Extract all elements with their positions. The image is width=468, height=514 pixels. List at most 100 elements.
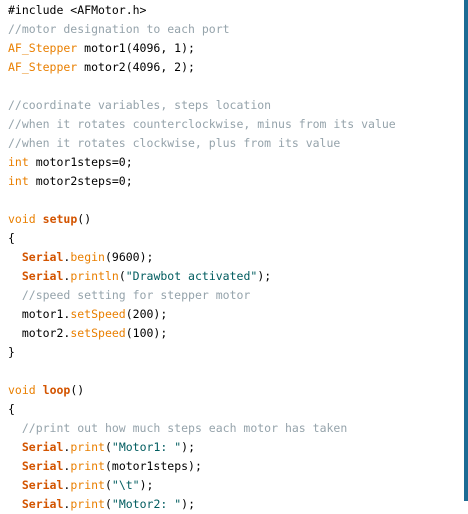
code-keyword: void: [8, 383, 36, 397]
code-text: motor2steps=0;: [28, 174, 133, 188]
code-line: Serial.println("Drawbot activated");: [8, 267, 396, 286]
code-text: (): [77, 212, 92, 226]
code-string: "Motor1: ": [111, 440, 182, 454]
code-text: (100);: [125, 326, 168, 340]
code-line: //speed setting for stepper motor: [8, 286, 396, 305]
code-indent: [8, 421, 22, 435]
code-comment: //speed setting for stepper motor: [21, 288, 251, 302]
code-text: [36, 212, 43, 226]
code-comment: //when it rotates counterclockwise, minu…: [8, 117, 396, 131]
code-method-name: setSpeed: [70, 326, 126, 340]
code-text: motor1.: [21, 307, 71, 321]
code-line: Serial.print("\t");: [8, 476, 396, 495]
code-comment: //motor designation to each port: [8, 22, 230, 36]
code-text: (9600);: [104, 250, 154, 264]
code-text: (: [104, 497, 112, 511]
code-method-name: print: [70, 478, 105, 492]
code-text-area[interactable]: #include <AFMotor.h> //motor designation …: [8, 1, 396, 514]
code-line: //when it rotates counterclockwise, minu…: [8, 115, 396, 134]
code-function-name: setup: [42, 212, 78, 226]
code-method-name: println: [70, 269, 119, 283]
code-line: }: [8, 343, 396, 362]
code-comment: //coordinate variables, steps location: [8, 98, 272, 112]
code-class-name: Serial: [21, 497, 64, 511]
code-comment: //print out how much steps each motor ha…: [21, 421, 348, 435]
code-line: #include <AFMotor.h>: [8, 1, 396, 20]
code-type: AF_Stepper: [8, 41, 78, 55]
code-text: .: [63, 269, 71, 283]
code-line: ​: [8, 77, 396, 96]
code-text: (: [104, 440, 112, 454]
code-text: (: [118, 269, 126, 283]
code-text: {: [8, 231, 15, 245]
code-indent: [8, 497, 22, 511]
code-comment: //when it rotates clockwise, plus from i…: [8, 136, 341, 150]
code-line: {: [8, 229, 396, 248]
code-keyword: void: [8, 212, 36, 226]
code-indent: [8, 478, 22, 492]
code-method-name: print: [70, 497, 105, 511]
code-line: int motor2steps=0;: [8, 172, 396, 191]
code-string: "Motor2: ": [111, 497, 182, 511]
code-indent: [8, 250, 22, 264]
code-line: Serial.print(motor1steps);: [8, 457, 396, 476]
code-class-name: Serial: [21, 250, 64, 264]
code-class-name: Serial: [21, 440, 64, 454]
code-indent: [8, 440, 22, 454]
code-type: AF_Stepper: [8, 60, 78, 74]
code-text: (): [70, 383, 85, 397]
code-text: .: [63, 440, 71, 454]
code-text: motor1(4096, 1);: [77, 41, 195, 55]
code-line: Serial.print("Motor2: ");: [8, 495, 396, 514]
code-line: void setup(): [8, 210, 396, 229]
code-indent: [8, 326, 22, 340]
code-method-name: setSpeed: [70, 307, 126, 321]
code-class-name: Serial: [21, 269, 64, 283]
code-indent: [8, 459, 22, 473]
code-keyword: int: [8, 155, 29, 169]
scrollbar-edge[interactable]: [464, 0, 468, 501]
code-text: .: [63, 250, 71, 264]
code-keyword: int: [8, 174, 29, 188]
code-text: .: [63, 497, 71, 511]
code-text: );: [181, 440, 196, 454]
code-text: }: [8, 345, 15, 359]
code-line: Serial.print("Motor1: ");: [8, 438, 396, 457]
code-line: AF_Stepper motor1(4096, 1);: [8, 39, 396, 58]
code-line: AF_Stepper motor2(4096, 2);: [8, 58, 396, 77]
code-indent: [8, 269, 22, 283]
code-text: (: [104, 478, 112, 492]
code-function-name: loop: [42, 383, 71, 397]
code-text: );: [139, 478, 154, 492]
code-line: //print out how much steps each motor ha…: [8, 419, 396, 438]
code-class-name: Serial: [21, 478, 64, 492]
code-text: motor2(4096, 2);: [77, 60, 195, 74]
code-string: "Drawbot activated": [125, 269, 258, 283]
code-indent: [8, 307, 22, 321]
code-method-name: print: [70, 440, 105, 454]
code-line: Serial.begin(9600);: [8, 248, 396, 267]
code-method-name: begin: [70, 250, 105, 264]
code-text: #include <AFMotor.h>: [8, 3, 147, 17]
code-text: motor1steps=0;: [28, 155, 133, 169]
code-text: [36, 383, 43, 397]
code-text: );: [257, 269, 272, 283]
code-line: {: [8, 400, 396, 419]
code-line: int motor1steps=0;: [8, 153, 396, 172]
code-text: (200);: [125, 307, 168, 321]
code-method-name: print: [70, 459, 105, 473]
code-line: ​: [8, 191, 396, 210]
code-line: //coordinate variables, steps location: [8, 96, 396, 115]
code-line: motor1.setSpeed(200);: [8, 305, 396, 324]
code-line: ​: [8, 362, 396, 381]
code-text: );: [181, 497, 196, 511]
code-text: .: [63, 459, 71, 473]
code-line: //when it rotates clockwise, plus from i…: [8, 134, 396, 153]
code-class-name: Serial: [21, 459, 64, 473]
code-text: (motor1steps);: [104, 459, 202, 473]
code-line: motor2.setSpeed(100);: [8, 324, 396, 343]
code-string: "\t": [111, 478, 140, 492]
code-text: .: [63, 478, 71, 492]
code-line: //motor designation to each port: [8, 20, 396, 39]
